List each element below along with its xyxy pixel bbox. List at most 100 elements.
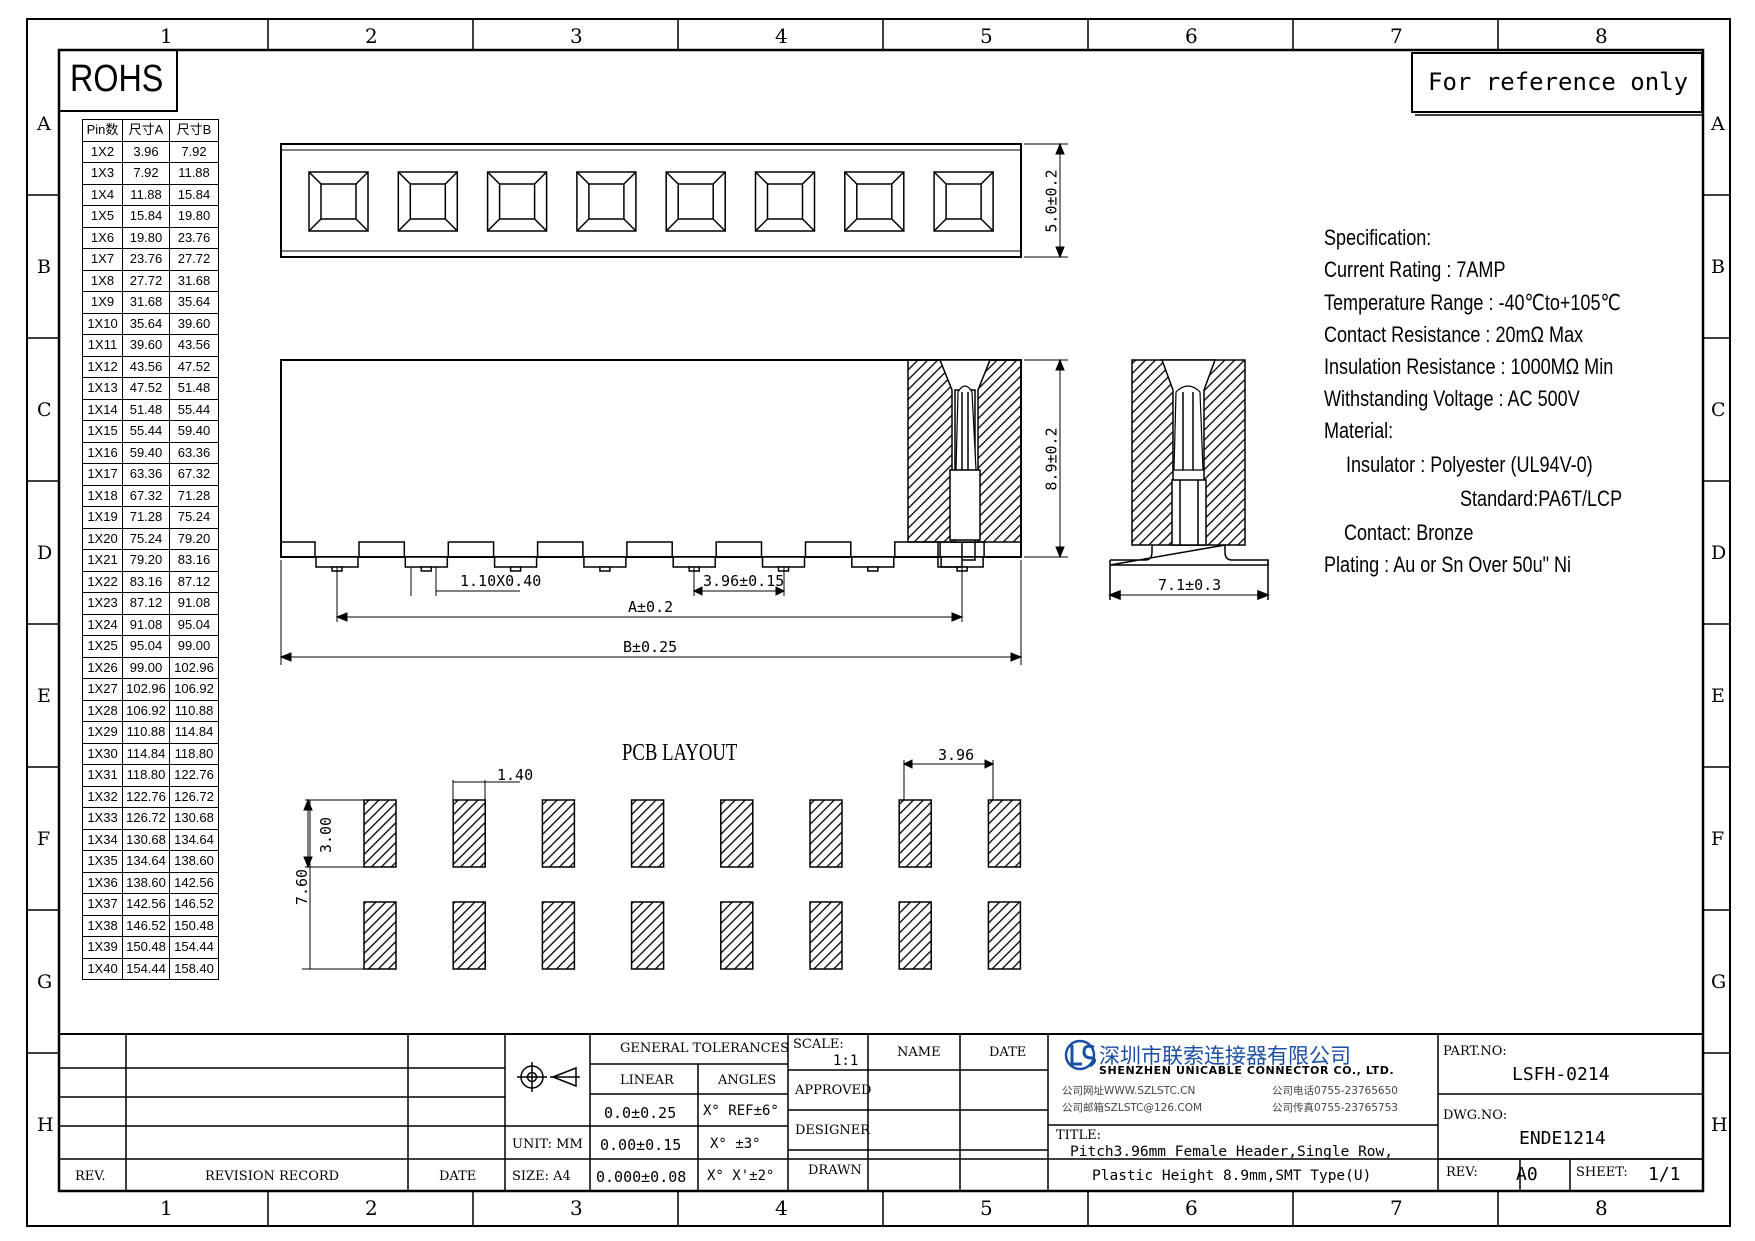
pin-size-label: 1.10X0.40	[460, 572, 542, 590]
table-cell-dim-b: 106.92	[169, 678, 219, 701]
zone-row-e-right: E	[1711, 685, 1725, 707]
tb-name-header: NAME	[897, 1045, 941, 1060]
side-profile	[281, 541, 985, 558]
pcb-pad	[452, 799, 486, 868]
zone-col-8-bottom: 8	[1595, 1196, 1608, 1220]
table-cell-pins: 1X14	[82, 398, 123, 421]
zone-col-8-top: 8	[1595, 24, 1608, 48]
table-cell-pins: 1X2	[82, 140, 123, 163]
table-cell-dim-a: 95.04	[122, 635, 170, 658]
tb-dwg-no-label: DWG.NO:	[1443, 1108, 1508, 1123]
table-cell-pins: 1X33	[82, 807, 123, 830]
rohs-mark: ROHS	[70, 58, 164, 100]
table-cell-pins: 1X29	[82, 721, 123, 744]
tb-phone: 公司电话0755-23765650	[1272, 1085, 1398, 1097]
table-cell-pins: 1X5	[82, 205, 123, 228]
pcb-pad	[987, 799, 1022, 868]
company-logo-icon	[1064, 1039, 1097, 1071]
table-cell-dim-b: 55.44	[169, 398, 219, 421]
table-cell-dim-a: 59.40	[122, 441, 170, 464]
table-cell-dim-a: 138.60	[122, 871, 170, 894]
tb-sheet-label: SHEET:	[1576, 1165, 1628, 1180]
spec-voltage: Withstanding Voltage : AC 500V	[1324, 386, 1580, 411]
table-cell-dim-a: 150.48	[122, 936, 170, 959]
table-cell-dim-b: 142.56	[169, 871, 219, 894]
spec-material: Material:	[1324, 418, 1394, 443]
table-cell-dim-b: 79.20	[169, 527, 219, 550]
tb-size: SIZE: A4	[512, 1169, 571, 1184]
table-cell-dim-b: 87.12	[169, 570, 219, 593]
side-view	[280, 359, 1022, 558]
pcb-pitch-label: 3.96	[938, 746, 975, 764]
table-cell-dim-b: 23.76	[169, 226, 219, 249]
pcb-dims	[302, 759, 995, 970]
top-cavity	[397, 171, 459, 232]
table-cell-pins: 1X40	[82, 957, 123, 980]
top-cavity	[486, 171, 548, 232]
top-cavity	[933, 171, 994, 232]
zone-row-g-left: G	[37, 971, 53, 993]
tb-tol-1: 0.0±0.25	[604, 1104, 677, 1122]
table-header-row: Pin数 尺寸A 尺寸B	[82, 119, 219, 142]
tb-website: 公司网址WWW.SZLSTC.CN	[1062, 1085, 1196, 1097]
table-cell-dim-b: 91.08	[169, 592, 219, 615]
zone-row-d-left: D	[37, 542, 53, 564]
table-cell-pins: 1X23	[82, 592, 123, 615]
table-cell-dim-b: 99.00	[169, 635, 219, 658]
zone-row-h-left: H	[37, 1114, 54, 1136]
tb-date-col-header: DATE	[989, 1045, 1027, 1060]
outer-frame	[26, 18, 1731, 1227]
table-cell-dim-a: 134.64	[122, 850, 170, 873]
top-height-label: 5.0±0.2	[1042, 169, 1061, 233]
zone-col-6-top: 6	[1185, 24, 1198, 48]
table-cell-dim-a: 126.72	[122, 807, 170, 830]
table-cell-pins: 1X24	[82, 613, 123, 636]
zone-col-7-bottom: 7	[1390, 1196, 1403, 1220]
table-cell-dim-a: 63.36	[122, 463, 170, 486]
zone-row-c-right: C	[1711, 399, 1726, 421]
top-cavity	[576, 171, 637, 232]
spec-plating: Plating : Au or Sn Over 50u" Ni	[1324, 552, 1572, 577]
table-cell-dim-b: 15.84	[169, 183, 219, 206]
table-cell-dim-a: 67.32	[122, 484, 170, 507]
zone-col-1-bottom: 1	[160, 1196, 173, 1220]
tb-title-line1: Pitch3.96mm Female Header,Single Row,	[1070, 1144, 1394, 1160]
zone-row-h-right: H	[1711, 1114, 1728, 1136]
table-header-pins: Pin数	[82, 119, 123, 142]
table-cell-pins: 1X27	[82, 678, 123, 701]
zone-col-4-top: 4	[775, 24, 788, 48]
tb-fax: 公司传真0755-23765753	[1272, 1102, 1398, 1114]
dim-b-label: B±0.25	[623, 638, 678, 656]
tb-scale-label: SCALE:	[793, 1037, 844, 1052]
table-cell-pins: 1X16	[82, 441, 123, 464]
table-cell-pins: 1X39	[82, 936, 123, 959]
table-cell-dim-a: 99.00	[122, 656, 170, 679]
table-cell-dim-a: 106.92	[122, 699, 170, 722]
table-cell-dim-b: 102.96	[169, 656, 219, 679]
table-cell-pins: 1X10	[82, 312, 123, 335]
reference-box	[1411, 52, 1703, 113]
table-header-dim-b: 尺寸B	[169, 119, 219, 142]
zone-row-e-left: E	[37, 685, 51, 707]
pcb-pad	[630, 901, 665, 970]
table-cell-pins: 1X37	[82, 893, 123, 916]
zone-col-2-top: 2	[365, 24, 378, 48]
dim-a-label: A±0.2	[628, 598, 674, 616]
tb-sheet-value: 1/1	[1648, 1164, 1681, 1185]
pcb-pad	[630, 799, 665, 868]
table-cell-dim-a: 87.12	[122, 592, 170, 615]
pitch-label: 3.96±0.15	[703, 572, 785, 590]
